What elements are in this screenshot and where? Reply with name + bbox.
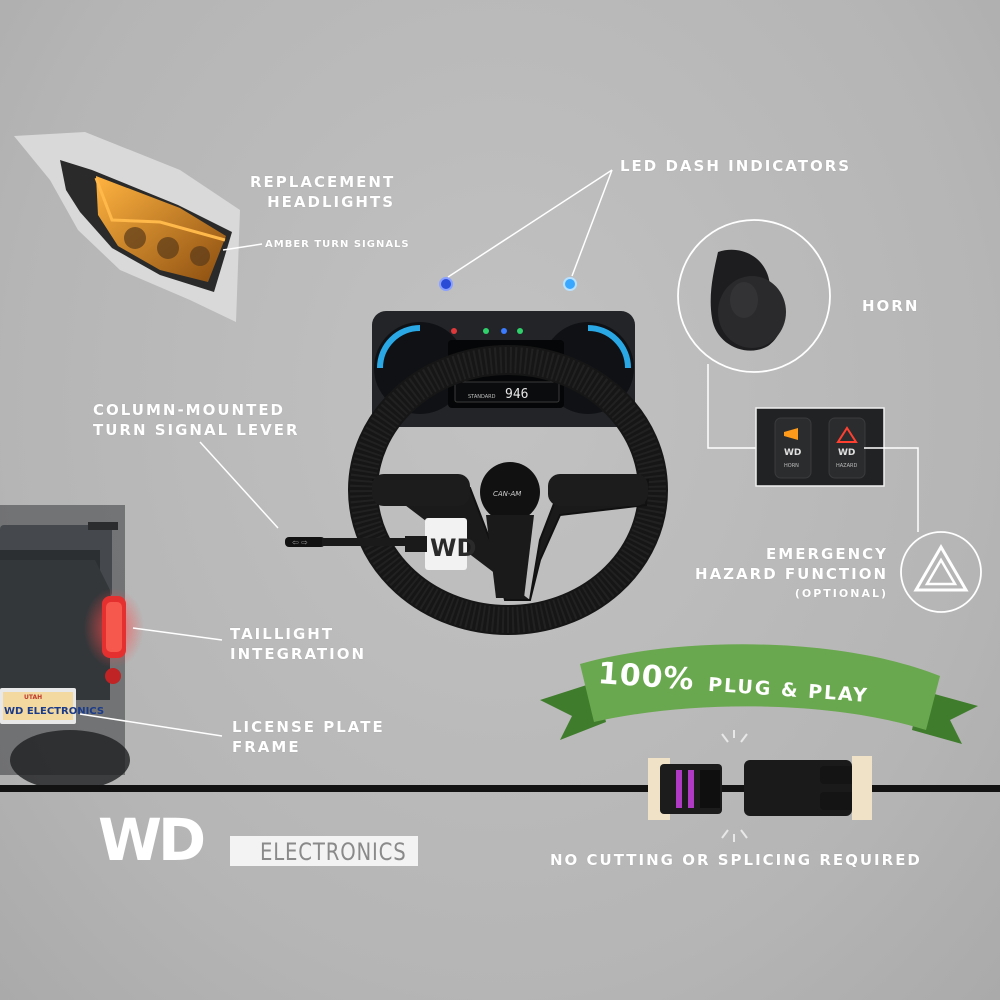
- led-indicator-blue-right: [563, 277, 577, 291]
- amber-turn-signals-label: AMBER TURN SIGNALS: [265, 239, 410, 250]
- taillight-line1: TAILLIGHT: [230, 625, 335, 643]
- steering-wheel-image: CAN-AM WD ⇦ ⇨: [285, 345, 668, 635]
- emergency-hazard-label: EMERGENCY HAZARD FUNCTION: [660, 544, 888, 584]
- led-leader-line-right: [571, 169, 613, 277]
- headlight-image: [14, 132, 240, 322]
- switch-hazard-label: HAZARD: [836, 463, 858, 469]
- svg-text:WD: WD: [430, 534, 476, 562]
- optional-label: (OPTIONAL): [794, 587, 888, 600]
- emergency-hazard-line1: EMERGENCY: [766, 545, 888, 563]
- horn-image: [677, 219, 831, 373]
- switch-panel: WD WD HORN HAZARD: [755, 407, 885, 487]
- wheel-hub-text: CAN-AM: [493, 490, 521, 498]
- logo-mark: WD: [98, 806, 206, 874]
- svg-text:WD: WD: [838, 448, 855, 458]
- svg-text:WD: WD: [784, 448, 801, 458]
- hazard-icon: [900, 531, 982, 613]
- taillight-label: TAILLIGHT INTEGRATION: [230, 624, 366, 664]
- taillight-line2: INTEGRATION: [230, 645, 367, 663]
- cable-line: [0, 785, 1000, 792]
- led-dash-indicators-label: LED DASH INDICATORS: [620, 157, 852, 175]
- emergency-hazard-line2: HAZARD FUNCTION: [695, 565, 888, 583]
- license-plate-line2: FRAME: [232, 738, 301, 756]
- switch-horn-label: HORN: [784, 463, 799, 469]
- horn-leader-line: [707, 364, 756, 449]
- svg-text:⇦ ⇨: ⇦ ⇨: [292, 538, 308, 547]
- connection-spark-lines: [721, 730, 748, 842]
- column-mounted-line2: TURN SIGNAL LEVER: [93, 421, 300, 439]
- replacement-headlights-line1: REPLACEMENT: [250, 173, 396, 191]
- plate-text: WD ELECTRONICS: [4, 706, 104, 717]
- plug-and-play-ribbon: [540, 644, 978, 744]
- connector-left: [648, 758, 722, 820]
- dash-standard-label: STANDARD: [468, 394, 496, 400]
- dash-reading: 946: [505, 387, 528, 402]
- horn-label: HORN: [862, 297, 920, 315]
- replacement-headlights-label: REPLACEMENT HEADLIGHTS: [250, 172, 395, 212]
- led-leader-line-left: [447, 169, 613, 278]
- no-cutting-label: NO CUTTING OR SPLICING REQUIRED: [550, 851, 922, 869]
- license-plate-line1: LICENSE PLATE: [232, 718, 385, 736]
- plate-state: UTAH: [24, 694, 42, 701]
- plate-leader-line: [79, 713, 223, 737]
- taillight-leader-line: [132, 627, 223, 641]
- ribbon-percent: 100%: [596, 656, 696, 698]
- led-indicator-blue-left: [439, 277, 453, 291]
- logo-word: ELECTRONICS: [260, 838, 407, 866]
- connector-right: [744, 756, 872, 820]
- column-mounted-line1: COLUMN-MOUNTED: [93, 401, 286, 419]
- hazard-leader-line: [864, 447, 919, 532]
- lever-leader-line: [199, 441, 279, 529]
- column-mounted-label: COLUMN-MOUNTED TURN SIGNAL LEVER: [93, 400, 300, 440]
- license-plate-label: LICENSE PLATE FRAME: [232, 717, 385, 757]
- utv-rear-image: UTAH WD ELECTRONICS: [0, 505, 144, 790]
- replacement-headlights-line2: HEADLIGHTS: [267, 193, 395, 211]
- amber-leader-line: [222, 243, 263, 251]
- logo-bar: [230, 836, 418, 866]
